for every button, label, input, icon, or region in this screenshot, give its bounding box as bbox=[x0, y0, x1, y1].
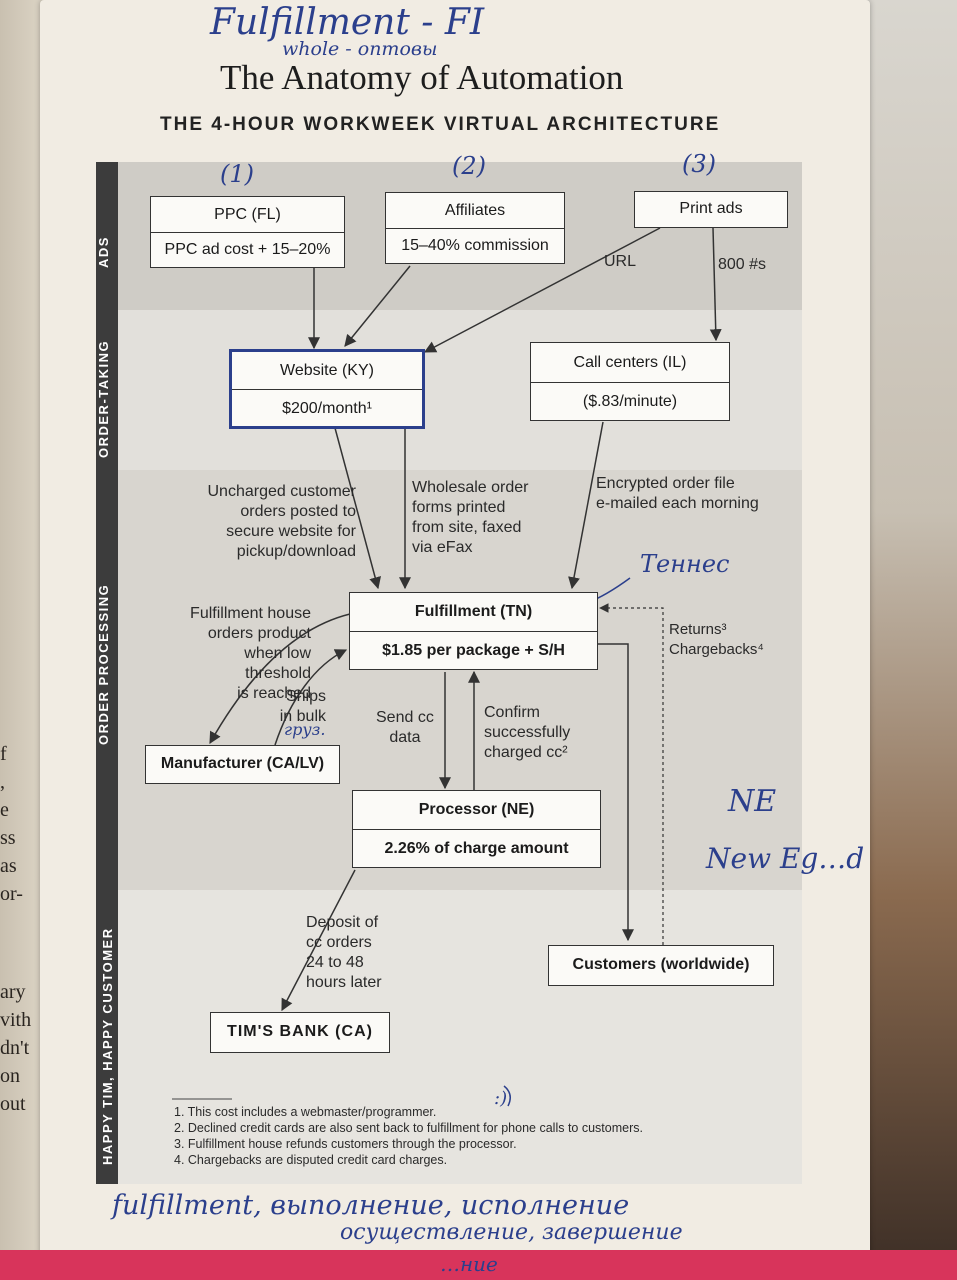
node-website-detail: $200/month¹ bbox=[232, 389, 422, 427]
handwriting-n1: (1) bbox=[220, 160, 254, 188]
node-bank: TIM'S BANK (CA) bbox=[210, 1012, 390, 1053]
handwriting-bottom3: …ние bbox=[440, 1252, 498, 1276]
node-call-centers-detail: ($.83/minute) bbox=[531, 382, 729, 420]
node-customers-title: Customers (worldwide) bbox=[572, 956, 750, 973]
edge-label-800: 800 #s bbox=[718, 256, 767, 273]
node-affiliates-title: Affiliates bbox=[444, 201, 506, 219]
node-fulfillment-title: Fulfillment (TN) bbox=[414, 603, 533, 620]
node-customers: Customers (worldwide) bbox=[548, 945, 774, 986]
node-affiliates-detail: 15–40% commission bbox=[386, 228, 564, 263]
footnote-3: 3. Fulfillment house refunds customers t… bbox=[174, 1137, 517, 1151]
node-ppc: PPC (FL) PPC ad cost + 15–20% bbox=[150, 196, 345, 268]
handwriting-gruz: груз. bbox=[284, 720, 326, 739]
handwriting-ne: NE bbox=[728, 784, 777, 819]
node-processor: Processor (NE) 2.26% of charge amount bbox=[352, 790, 601, 868]
node-bank-title: TIM'S BANK (CA) bbox=[227, 1023, 373, 1040]
handwriting-n3: (3) bbox=[682, 150, 716, 178]
node-processor-detail: 2.26% of charge amount bbox=[353, 829, 600, 867]
node-ppc-title: PPC (FL) bbox=[214, 205, 281, 223]
handwriting-smile: :) bbox=[494, 1088, 508, 1109]
page-subtitle: THE 4-HOUR WORKWEEK VIRTUAL ARCHITECTURE bbox=[160, 114, 721, 135]
footnote-1: 1. This cost includes a webmaster/progra… bbox=[174, 1105, 437, 1119]
node-manufacturer: Manufacturer (CA/LV) bbox=[145, 745, 340, 784]
handwriting-n2: (2) bbox=[452, 152, 486, 180]
handwriting-tn: Теннеc bbox=[640, 550, 730, 578]
node-print-ads: Print ads bbox=[634, 191, 788, 228]
node-ppc-detail: PPC ad cost + 15–20% bbox=[151, 232, 344, 267]
node-manufacturer-title: Manufacturer (CA/LV) bbox=[160, 755, 325, 772]
section-label-order-taking: ORDER-TAKING bbox=[96, 339, 111, 458]
handwriting-bottom2: осуществление, завершение bbox=[340, 1220, 683, 1245]
page-title: The Anatomy of Automation bbox=[220, 58, 624, 97]
section-label-ads: ADS bbox=[96, 236, 111, 268]
node-website: Website (KY) $200/month¹ bbox=[229, 349, 425, 429]
node-call-centers: Call centers (IL) ($.83/minute) bbox=[530, 342, 730, 421]
edge-label-url: URL bbox=[604, 253, 637, 270]
node-fulfillment-detail: $1.85 per package + S/H bbox=[350, 631, 597, 669]
node-fulfillment: Fulfillment (TN) $1.85 per package + S/H bbox=[349, 592, 598, 670]
node-affiliates: Affiliates 15–40% commission bbox=[385, 192, 565, 264]
section-sidebar bbox=[96, 162, 118, 1184]
node-processor-title: Processor (NE) bbox=[418, 801, 535, 818]
footnote-4: 4. Chargebacks are disputed credit card … bbox=[174, 1153, 448, 1167]
handwriting-new-england: New Eg…d bbox=[706, 842, 865, 875]
section-label-order-processing: ORDER PROCESSING bbox=[96, 583, 111, 745]
handwriting-bottom1: fulfillment, выполнение, исполнение bbox=[112, 1190, 630, 1221]
handwriting-top: Fulfillment - FI bbox=[210, 2, 485, 43]
section-label-happy: HAPPY TIM, HAPPY CUSTOMER bbox=[100, 927, 115, 1165]
handwriting-top2: whole - оптовы bbox=[282, 38, 438, 60]
node-print-ads-title: Print ads bbox=[679, 200, 743, 217]
node-website-title: Website (KY) bbox=[280, 361, 374, 379]
pink-fabric bbox=[0, 1250, 957, 1280]
node-call-centers-title: Call centers (IL) bbox=[573, 353, 687, 371]
footnote-2: 2. Declined credit cards are also sent b… bbox=[174, 1121, 643, 1135]
